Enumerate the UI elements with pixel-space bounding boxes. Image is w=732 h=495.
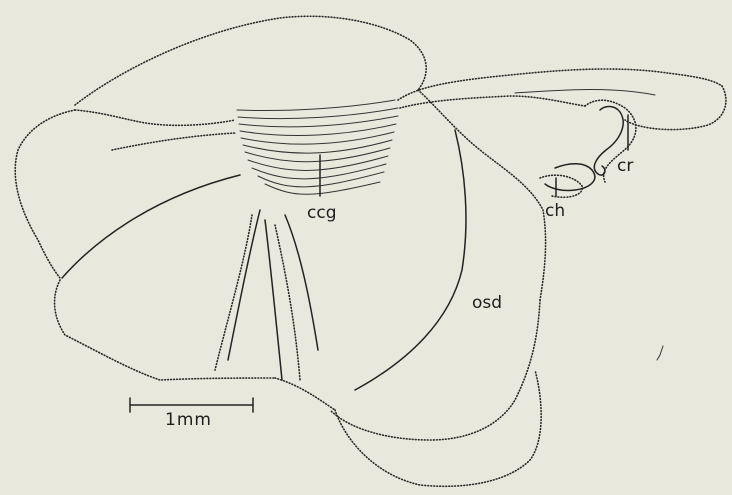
body-left-edge: [418, 90, 546, 300]
label-ccg: ccg: [307, 205, 336, 222]
ch-structure-outer: [540, 175, 582, 197]
label-cr: cr: [617, 158, 633, 175]
speck-mark: [657, 346, 663, 360]
furrow-3: [285, 215, 318, 350]
furrow-1: [228, 210, 260, 360]
label-scale: 1mm: [165, 412, 212, 429]
ccg-fiber-bundle: [237, 100, 398, 194]
osd-right-contour: [355, 130, 466, 390]
mid-fold: [62, 175, 240, 278]
label-ch: ch: [545, 203, 565, 220]
osd-lower-lobe: [330, 300, 540, 440]
duct-upper-edge: [398, 69, 722, 100]
body-bottom-edge: [275, 378, 335, 410]
furrow-shade-1: [215, 215, 252, 370]
furrow-2: [265, 220, 282, 380]
duct-lower-edge: [400, 96, 585, 108]
left-process-outline: [75, 110, 235, 125]
left-process-edge: [15, 110, 75, 278]
duct-inner-line: [515, 89, 655, 95]
bottom-lobe: [335, 370, 541, 486]
label-osd: osd: [472, 295, 502, 312]
upper-lobe-outline: [75, 16, 426, 105]
mid-back-contour: [112, 133, 235, 150]
